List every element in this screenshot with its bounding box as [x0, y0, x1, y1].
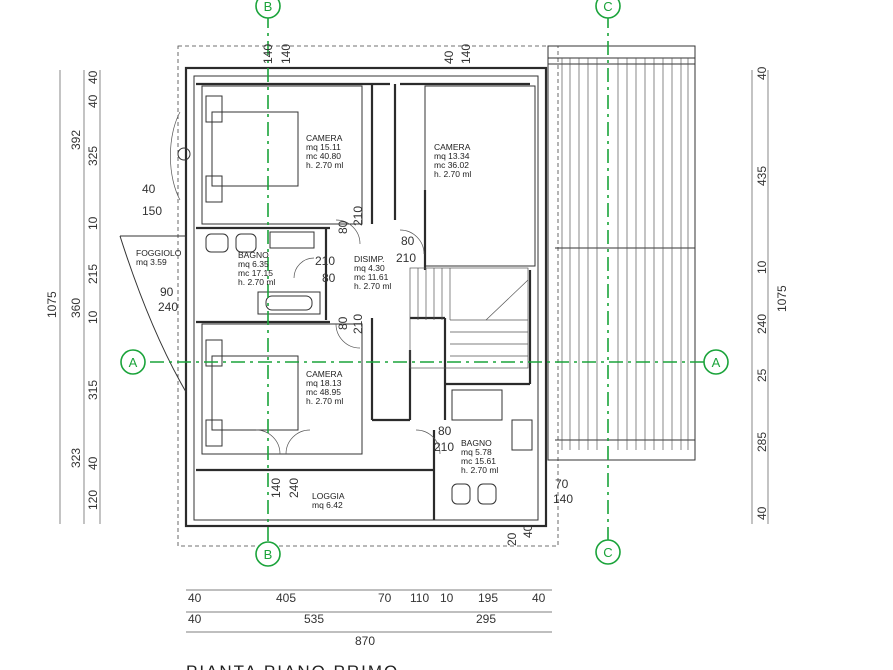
- dim-label: 140: [269, 478, 283, 498]
- dim-label: 40: [521, 524, 535, 538]
- dim-left: 40: [86, 94, 100, 108]
- dim-left: 360: [69, 298, 83, 318]
- dim-left: 323: [69, 448, 83, 468]
- svg-text:A: A: [129, 355, 138, 370]
- axis-bubble-b-top: B: [255, 0, 281, 19]
- dim-label: 150: [142, 204, 162, 218]
- dim-bottom: 405: [276, 591, 296, 605]
- foggiolo-porch: [119, 111, 191, 393]
- dim-left-total: 1075: [45, 291, 59, 318]
- dim-right-total: 1075: [775, 285, 789, 312]
- dimension-lines: [59, 70, 769, 633]
- dim-label: 240: [158, 300, 178, 314]
- dim-left: 10: [86, 310, 100, 324]
- dim-right: 40: [755, 506, 769, 520]
- dim-left: 315: [86, 380, 100, 400]
- dim-bottom: 10: [440, 591, 454, 605]
- dim-label: 80: [322, 271, 336, 285]
- dim-bottom: 40: [188, 591, 202, 605]
- dim-left: 40: [86, 70, 100, 84]
- dim-label: 40: [442, 50, 456, 64]
- dim-label: 210: [396, 251, 416, 265]
- dim-label: 210: [434, 440, 454, 454]
- dim-label: 210: [351, 314, 365, 334]
- dim-label: 140: [459, 44, 473, 64]
- dim-bottom: 40: [188, 612, 202, 626]
- axis-bubble-a-left: A: [120, 349, 146, 375]
- svg-text:B: B: [264, 0, 273, 14]
- axis-bubble-b-bottom: B: [255, 541, 281, 567]
- dim-left: 392: [69, 130, 83, 150]
- dim-label: 90: [160, 285, 174, 299]
- door-swings: [255, 219, 441, 455]
- plan-title: PIANTA PIANO PRIMO: [186, 662, 399, 670]
- dim-left: 10: [86, 216, 100, 230]
- room-label-disimp: DISIMP. mq 4.30 mc 11.61 h. 2.70 ml: [354, 254, 391, 291]
- room-label-camera1: CAMERA mq 15.11 mc 40.80 h. 2.70 ml: [306, 133, 344, 170]
- svg-text:C: C: [603, 545, 612, 560]
- dim-left: 40: [86, 456, 100, 470]
- dim-right: 25: [755, 368, 769, 382]
- svg-text:C: C: [603, 0, 612, 14]
- bed: [205, 95, 299, 203]
- dim-label: 20: [505, 532, 519, 546]
- dim-label: 210: [351, 206, 365, 226]
- dim-left: 120: [86, 490, 100, 510]
- dim-label: 40: [142, 182, 156, 196]
- dim-left: 325: [86, 146, 100, 166]
- dim-right: 285: [755, 432, 769, 452]
- dim-label: 80: [401, 234, 415, 248]
- dim-label: 80: [336, 316, 350, 330]
- dim-right: 240: [755, 314, 769, 334]
- dim-label: 80: [336, 220, 350, 234]
- dim-label: 240: [287, 478, 301, 498]
- dim-bottom: 535: [304, 612, 324, 626]
- axis-bubble-c-top: C: [595, 0, 621, 19]
- dim-label: 70: [555, 477, 569, 491]
- dim-bottom: 110: [410, 591, 429, 605]
- grid-axis-lines: [150, 14, 705, 545]
- bed: [205, 339, 299, 447]
- dim-bottom: 295: [476, 612, 496, 626]
- staircase: [409, 267, 529, 369]
- room-label-camera3: CAMERA mq 18.13 mc 48.95 h. 2.70 ml: [306, 369, 344, 406]
- dim-bottom: 70: [378, 591, 392, 605]
- room-label-bagno2: BAGNO mq 5.78 mc 15.61 h. 2.70 ml: [461, 438, 498, 475]
- dim-bottom: 40: [532, 591, 546, 605]
- bathroom-fixtures: [205, 231, 533, 505]
- dim-right: 435: [755, 166, 769, 186]
- dim-bottom-total: 870: [355, 634, 375, 648]
- dim-label: 140: [261, 44, 275, 64]
- dim-label: 140: [553, 492, 573, 506]
- dim-right: 40: [755, 66, 769, 80]
- dim-label: 80: [438, 424, 452, 438]
- dim-left: 215: [86, 264, 100, 284]
- room-label-foggiolo: FOGGIOLO mq 3.59: [136, 248, 184, 267]
- axis-bubble-c-bottom: C: [595, 539, 621, 565]
- dim-bottom: 195: [478, 591, 498, 605]
- svg-text:A: A: [712, 355, 721, 370]
- dim-label: 140: [279, 44, 293, 64]
- room-label-bagno1: BAGNO mq 6.35 mc 17.15 h. 2.70 ml: [238, 250, 275, 287]
- dim-right: 10: [755, 260, 769, 274]
- axis-bubble-a-right: A: [703, 349, 729, 375]
- roof-outline: [177, 45, 559, 547]
- room-label-loggia: LOGGIA mq 6.42: [312, 491, 347, 510]
- svg-text:B: B: [264, 547, 273, 562]
- dim-label: 210: [315, 254, 335, 268]
- room-label-camera2: CAMERA mq 13.34 mc 36.02 h. 2.70 ml: [434, 142, 472, 179]
- terrace-pergola: [547, 45, 696, 461]
